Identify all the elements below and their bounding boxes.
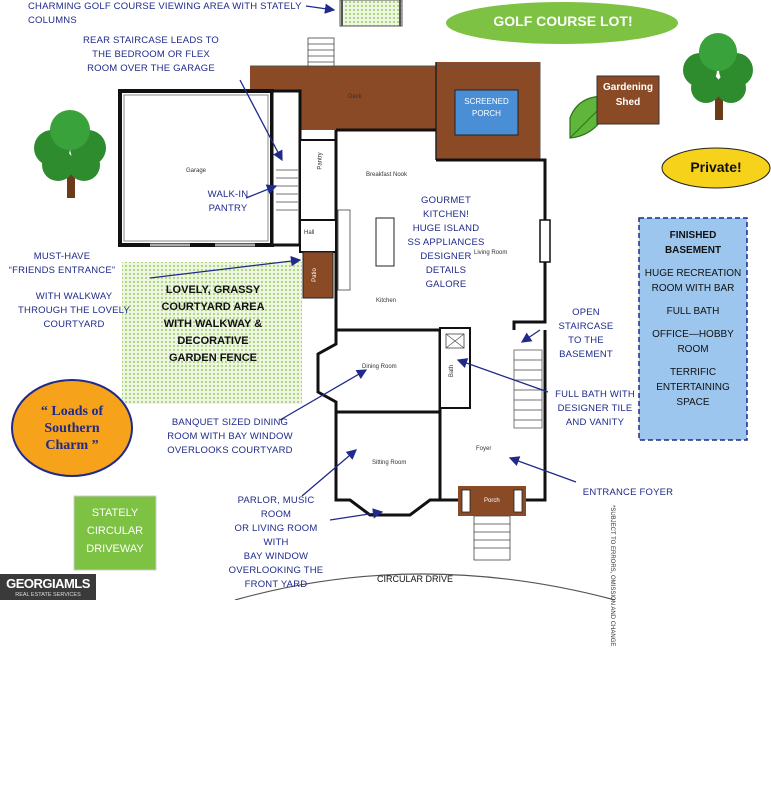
private-badge <box>661 147 771 189</box>
room-dining: Dining Room <box>362 364 397 370</box>
golf-lot-badge <box>446 2 678 44</box>
room-patio: Patio <box>311 268 318 282</box>
screened-porch-inner <box>454 89 519 136</box>
floor-plan-svg <box>11 0 771 600</box>
arrow-banquet <box>279 369 368 421</box>
basement-box <box>638 217 748 441</box>
georgiamls-logo: GEORGIAMLS REAL ESTATE SERVICES <box>0 574 96 600</box>
friends-entrance-callout: MUST-HAVE“FRIENDS ENTRANCE” <box>8 251 116 276</box>
front-steps <box>473 515 511 561</box>
golf-lot-text: GOLF COURSE LOT! <box>493 13 633 29</box>
southern-charm-badge <box>11 379 133 477</box>
kitchen-island <box>375 217 395 267</box>
arrow-open-staircase <box>520 329 541 343</box>
arrow-entrance-foyer <box>508 456 577 483</box>
circular-drive-label: CIRCULAR DRIVE <box>376 574 453 584</box>
rear-staircase <box>276 169 298 211</box>
room-porch: Porch <box>484 498 500 504</box>
arrow-parlor-window <box>329 508 384 521</box>
driveway-badge <box>73 495 157 571</box>
tree-left-icon <box>34 110 106 198</box>
arrow-golf-view <box>305 3 336 14</box>
room-breakfast-nook: Breakfast Nook <box>366 172 408 178</box>
gardening-shed-badge <box>596 75 660 125</box>
golf-view-callout: CHARMING GOLF COURSE VIEWING AREA WITH S… <box>28 1 302 26</box>
arrow-rear-staircase <box>239 79 283 162</box>
room-deck: Deck <box>348 94 362 100</box>
private-text: Private! <box>690 159 742 175</box>
golf-view-patch <box>339 0 403 27</box>
courtyard-grass <box>122 262 302 404</box>
deck-stairs <box>307 37 335 67</box>
room-hall: Hall <box>304 230 315 236</box>
room-sitting: Sitting Room <box>372 460 407 466</box>
arrow-parlor <box>301 449 357 497</box>
room-living: Living Room <box>474 250 508 256</box>
patio <box>302 251 334 299</box>
floor-plan-diagram: CHARMING GOLF COURSE VIEWING AREA WITH S… <box>0 0 771 646</box>
entrance-foyer-callout: ENTRANCE FOYER <box>582 487 674 498</box>
circular-drive-arc <box>234 573 616 600</box>
arrow-walk-in-pantry <box>245 184 278 199</box>
arrow-friends-entrance <box>149 255 302 279</box>
garage-walls <box>118 89 274 247</box>
room-garage: Garage <box>186 168 207 174</box>
tree-right-icon <box>683 33 753 120</box>
arrow-full-bath <box>456 358 549 393</box>
disclaimer: *SUBJECT TO ERRORS, OMISSION AND CHANGE <box>609 505 615 647</box>
basement-staircase <box>513 349 543 429</box>
room-foyer: Foyer <box>476 446 492 452</box>
room-kitchen: Kitchen <box>376 298 397 304</box>
fireplace <box>539 219 551 263</box>
room-pantry: Pantry <box>317 152 324 170</box>
room-bath: Bath <box>449 364 456 378</box>
